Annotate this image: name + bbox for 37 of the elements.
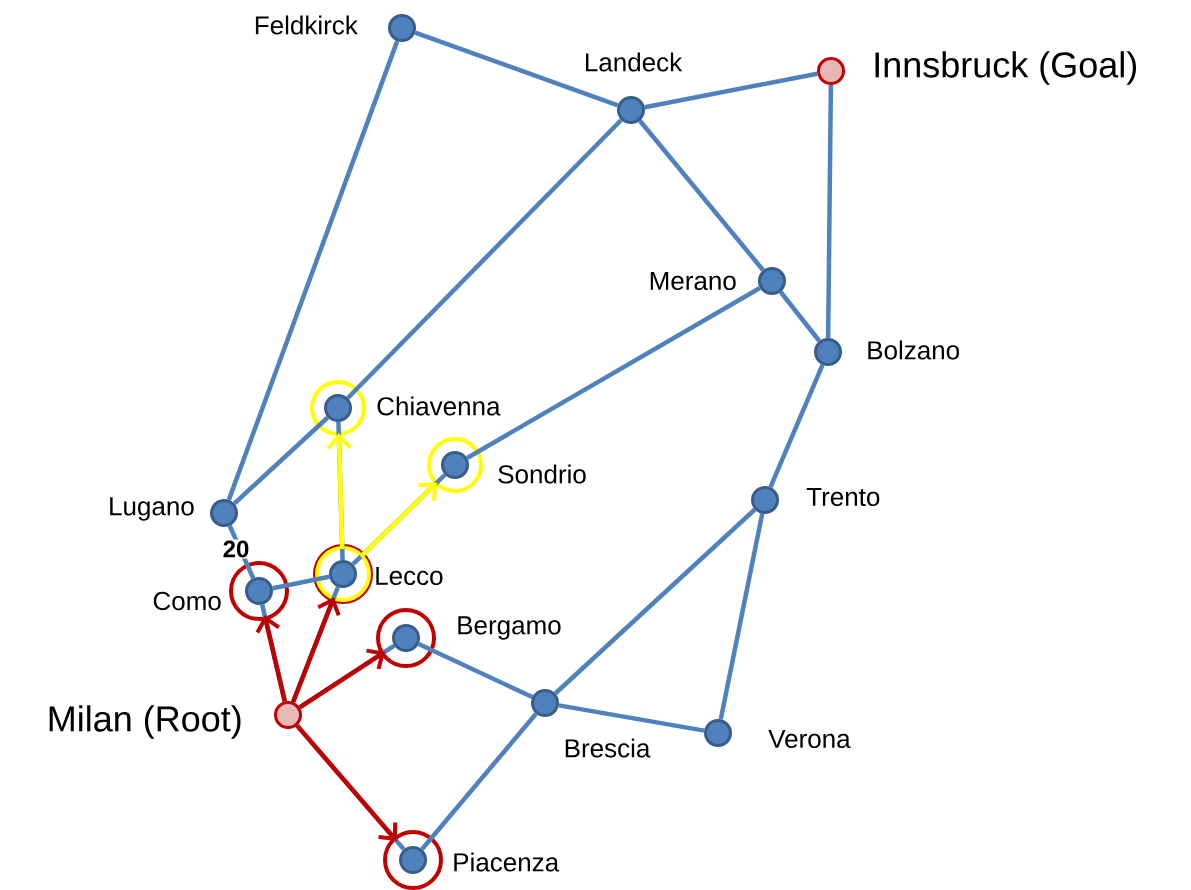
city-label: Milan (Root) xyxy=(49,705,241,739)
connector-line xyxy=(768,364,825,488)
connector-line xyxy=(718,513,765,720)
connector-line xyxy=(644,71,818,110)
city-label: Merano xyxy=(650,271,736,291)
connector-line xyxy=(825,84,834,339)
connector-line xyxy=(414,30,619,108)
connector-line xyxy=(272,574,330,591)
city-label: Bolzano xyxy=(868,340,960,360)
cost-label: 20 xyxy=(221,539,251,559)
connector-line xyxy=(232,415,330,506)
arrow xyxy=(326,433,352,550)
city-label: Innsbruck (Goal) xyxy=(875,51,1136,85)
city-label: Piacenza xyxy=(454,852,560,872)
city-label: Trento xyxy=(806,487,880,507)
city-label: Lugano xyxy=(110,497,194,521)
city-label: Lecco xyxy=(376,566,443,586)
city-label: Feldkirck xyxy=(255,15,358,35)
connector-line xyxy=(558,703,705,733)
city-label: Verona xyxy=(768,729,851,749)
connector-line xyxy=(778,290,822,343)
connector-line xyxy=(346,118,623,400)
connector-line xyxy=(420,712,538,851)
city-label: Bergamo xyxy=(458,616,561,640)
city-label: Sondrio xyxy=(498,464,586,484)
connector-line xyxy=(466,286,762,460)
city-label: Landeck xyxy=(586,52,683,72)
city-label: Como xyxy=(153,591,221,611)
arrow xyxy=(359,482,438,559)
city-label: Chiavenna xyxy=(377,396,501,416)
arrow xyxy=(255,615,287,702)
connector-line xyxy=(553,507,757,696)
connector-line xyxy=(226,40,400,501)
connector-line xyxy=(417,641,534,700)
city-label: Brescia xyxy=(565,738,651,758)
arrow xyxy=(298,648,386,710)
connector-line xyxy=(638,119,765,272)
